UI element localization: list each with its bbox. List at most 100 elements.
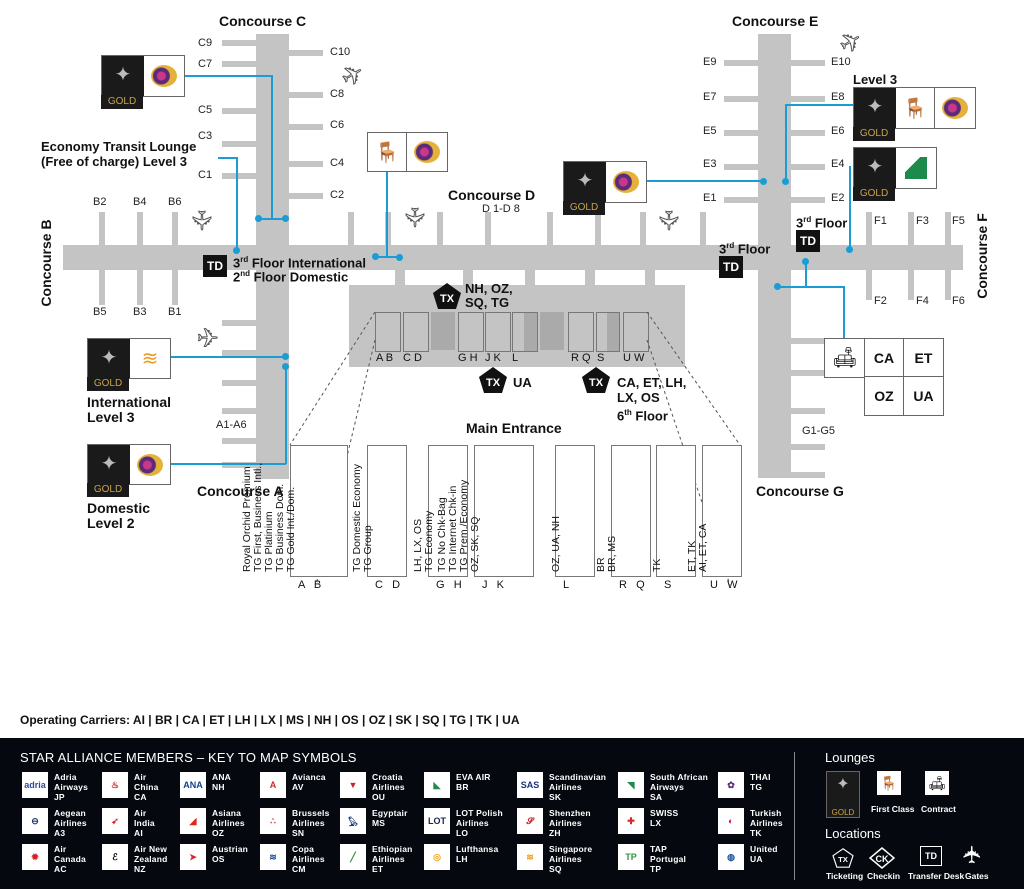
gate-label: E1: [703, 192, 717, 204]
airline-name-line: Asiana: [212, 808, 242, 818]
airline-logo-icon: adria: [22, 772, 48, 798]
gold-lounge-e4[interactable]: ✦: [853, 147, 937, 189]
airline-name-line: ANA: [212, 772, 232, 782]
airline-name-line: Ethiopian: [372, 844, 413, 854]
contract-airline: OZ: [865, 377, 904, 415]
transfer-desk-label: Transfer Desk: [908, 871, 965, 881]
airline-name-line: India: [134, 818, 155, 828]
airline-logo-icon: ➶: [102, 808, 128, 834]
intl-level-label: International: [87, 394, 172, 410]
economy-lounge-label: Economy Transit Lounge: [41, 139, 197, 154]
thai-logo-icon: [606, 162, 646, 202]
route-dot: [233, 247, 240, 254]
contract-legend-icon: 🛋: [925, 771, 949, 795]
ticketing-icon[interactable]: TX: [582, 367, 610, 393]
airline-name-line: Aegean: [54, 808, 86, 818]
counter-label: S: [597, 352, 605, 364]
airline-name-line: LX: [650, 818, 662, 828]
counter-box: [458, 312, 484, 352]
gold-badge: GOLD: [87, 377, 129, 391]
gate-stub: [289, 50, 323, 56]
gate-stub: [289, 161, 323, 167]
gate-stub: [222, 108, 256, 114]
gold-lounge-c7[interactable]: ✦: [101, 55, 185, 97]
gate-stub: [485, 212, 491, 245]
gate-stub: [222, 350, 256, 356]
gate-stub: [222, 462, 256, 468]
airline-name-line: LO: [456, 828, 469, 838]
counter-label: L: [512, 352, 519, 364]
desk-letters: J K: [482, 579, 505, 591]
airline-name-line: Austrian: [212, 844, 249, 854]
gate-stub: [866, 212, 872, 245]
gate-range-a: A1-A6: [216, 419, 247, 431]
transfer-desk-icon[interactable]: TD: [796, 230, 820, 252]
route-dot: [760, 178, 767, 185]
airline-name-line: Shenzhen: [549, 808, 591, 818]
checkin-desk[interactable]: TK: [651, 445, 696, 577]
airline-logo-icon: ➤: [180, 844, 206, 870]
first-class-lounge-c4[interactable]: 🪑: [367, 132, 448, 172]
airline-name-line: Zealand: [134, 854, 168, 864]
gate-stub: [137, 212, 143, 245]
route-line: [785, 104, 787, 182]
airline-name-line: AV: [292, 782, 304, 792]
gold-lounge-intl[interactable]: ✦ ≋: [87, 338, 171, 379]
gate-label: B5: [93, 306, 107, 318]
desk-line: TK: [651, 558, 663, 572]
gold-lounge-domestic[interactable]: ✦: [87, 444, 171, 485]
airline-name-line: Airlines: [212, 818, 245, 828]
economy-lounge-label-2: (Free of charge) Level 3: [41, 154, 187, 169]
airline-name-line: Airlines: [292, 854, 325, 864]
transfer-desk-icon[interactable]: TD: [719, 256, 743, 278]
gold-first-lounge-e8[interactable]: ✦ 🪑: [853, 87, 976, 129]
gate-stub: [724, 96, 758, 102]
airline-name-line: SQ: [549, 864, 562, 874]
first-class-icon: 🪑: [896, 88, 935, 128]
checkin-desk[interactable]: OZ, UA, NH: [550, 445, 595, 577]
airline-name-line: MS: [372, 818, 386, 828]
gate-label: C8: [330, 88, 345, 100]
airline-name-line: BR: [456, 782, 469, 792]
airline-name-line: Egyptair: [372, 808, 408, 818]
concourse-d-label: Concourse D: [448, 187, 536, 203]
transfer-desk-icon[interactable]: TD: [203, 255, 227, 277]
route-line: [285, 366, 287, 464]
airline-name-line: Canada: [54, 854, 86, 864]
airline-name-line: SN: [292, 828, 305, 838]
star-alliance-gold-icon: ✦: [88, 339, 130, 378]
ticketing-icon[interactable]: TX: [479, 367, 507, 393]
ticketing-airlines-2: UA: [513, 375, 532, 390]
airline-name-line: TP: [650, 864, 662, 874]
svg-text:TX: TX: [589, 377, 604, 389]
gate-label: B6: [168, 196, 182, 208]
ticketing-icon[interactable]: TX: [433, 283, 461, 309]
gate-stub: [222, 61, 256, 67]
contract-lounge-grid[interactable]: CA ET OZ UA: [864, 338, 944, 416]
gate-stub: [547, 212, 553, 245]
lounges-title: Lounges: [825, 750, 875, 765]
counter-label: G H: [458, 352, 478, 364]
gold-lounge-d[interactable]: ✦: [563, 161, 647, 203]
